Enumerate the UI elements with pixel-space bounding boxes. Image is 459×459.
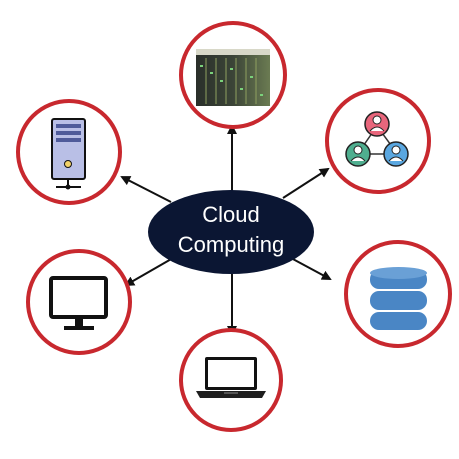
arrow-to-user-network	[282, 167, 330, 199]
node-server-rack	[179, 21, 287, 129]
center-title-line2: Computing	[178, 232, 284, 257]
node-database	[344, 240, 452, 348]
arrow-to-database	[290, 257, 332, 280]
connector-arrows	[120, 124, 332, 336]
node-monitor	[26, 249, 132, 355]
desktop-tower-icon	[51, 118, 86, 190]
node-user-network	[325, 88, 431, 194]
cloud-computing-node: Cloud Computing	[148, 190, 314, 274]
database-icon	[370, 267, 427, 330]
node-laptop	[179, 328, 283, 432]
monitor-icon	[49, 276, 108, 330]
arrow-to-monitor	[124, 257, 174, 286]
user-network-icon	[345, 111, 409, 167]
center-title-line1: Cloud	[202, 202, 259, 227]
arrow-to-desktop-tower	[120, 176, 172, 203]
laptop-icon	[196, 357, 266, 398]
node-desktop-tower	[16, 99, 122, 205]
server-rack-photo-icon	[196, 49, 270, 106]
